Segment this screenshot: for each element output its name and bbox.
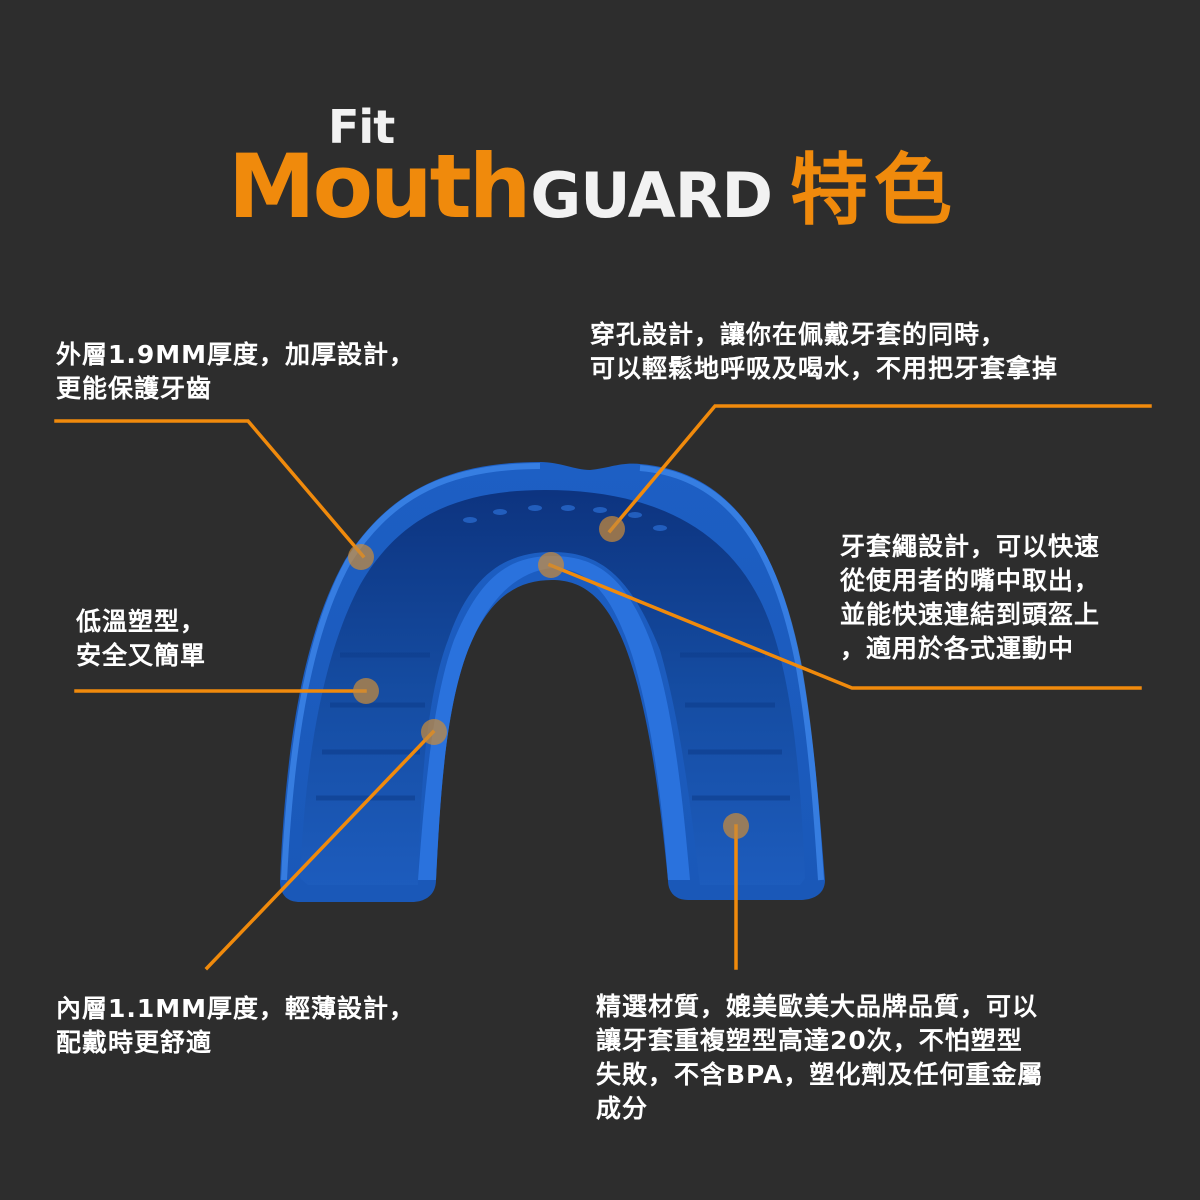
callout-outer-layer: 外層1.9MM厚度，加厚設計， 更能保護牙齒	[56, 340, 416, 403]
callout-dot-lowtemp	[353, 678, 379, 704]
leader-line-outer	[54, 419, 366, 559]
callout-strap: 牙套繩設計，可以快速 從使用者的嘴中取出， 並能快速連結到頭盔上 ，適用於各式運…	[840, 532, 1101, 663]
leader-line-strap	[547, 562, 1142, 690]
leader-line-holes	[607, 404, 1152, 534]
title-mouth: Mouth	[228, 135, 531, 238]
callout-dot-material	[723, 813, 749, 839]
title-guard: GUARD	[530, 159, 773, 232]
title-feature: 特色	[789, 146, 958, 236]
callout-dot-holes	[599, 516, 625, 542]
callout-low-temp: 低溫塑型， 安全又簡單	[76, 607, 207, 670]
callout-dot-strap	[538, 552, 564, 578]
callout-dot-outer	[348, 544, 374, 570]
mouthguard	[280, 462, 825, 902]
callout-dot-inner	[421, 719, 447, 745]
callout-inner-layer: 內層1.1MM厚度，輕薄設計， 配戴時更舒適	[56, 994, 416, 1057]
title-fit: Fit	[328, 100, 395, 154]
callout-breathing-holes: 穿孔設計，讓你在佩戴牙套的同時， 可以輕鬆地呼吸及喝水，不用把牙套拿掉	[590, 320, 1059, 383]
leader-line-inner	[204, 729, 436, 971]
callout-material: 精選材質，媲美歐美大品牌品質，可以 讓牙套重複塑型高達20次，不怕塑型 失敗，不…	[596, 992, 1044, 1123]
